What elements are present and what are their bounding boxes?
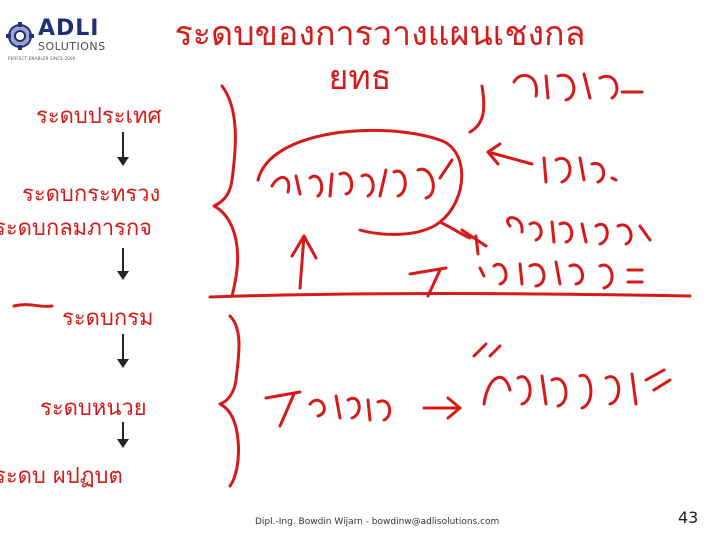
down-arrow-icon [117, 248, 129, 280]
level-department: ระดบกรม [62, 306, 154, 331]
level-ministry-cluster: ระดบกลมภารกจ [0, 216, 153, 241]
logo-name: ADLI [38, 16, 100, 41]
scribble-arrow-left [486, 142, 534, 166]
divider-line [12, 292, 692, 308]
scribble-connector [438, 220, 488, 256]
scribble-common-2 [478, 260, 644, 290]
down-arrow-icon [117, 422, 129, 448]
footer-credit: Dipl.-Ing. Bowdin Wijarn - bowdinw@adlis… [255, 517, 500, 527]
page-number: 43 [678, 508, 699, 527]
down-arrow-icon [117, 132, 129, 166]
scribble-mid-right [542, 156, 618, 184]
logo-tagline: PERFECT ENABLER SINCE 2000 [8, 56, 76, 61]
brace-top [212, 84, 240, 298]
slide-title-line-1: ระดบของการวางแผนเชงกล [174, 14, 586, 54]
company-logo: ADLI SOLUTIONS PERFECT ENABLER SINCE 200… [6, 8, 118, 64]
scribble-seven-top [408, 266, 448, 298]
level-unit: ระดบหนวย [40, 396, 147, 421]
scribble-bottom-right [472, 342, 672, 410]
scribble-arrow-up [290, 234, 318, 290]
scribble-bottom-arrow [422, 396, 462, 420]
scribble-bottom-word [308, 394, 392, 422]
brace-bottom [218, 314, 241, 488]
gear-logo-icon [6, 22, 34, 50]
scribble-top-right [468, 72, 644, 134]
ellipse-loop [256, 128, 464, 236]
logo-subtitle: SOLUTIONS [38, 40, 106, 53]
level-ministry: ระดบกระทรวง [22, 182, 161, 207]
scribble-word-1 [270, 158, 454, 200]
level-operator: ระดบ ผปฏบต [0, 464, 123, 489]
scribble-seven-bottom [264, 390, 302, 428]
slide-title-line-2: ยทธ [328, 58, 392, 98]
down-arrow-icon [117, 334, 129, 368]
scribble-common [506, 216, 652, 246]
level-country: ระดบประเทศ [36, 104, 162, 129]
